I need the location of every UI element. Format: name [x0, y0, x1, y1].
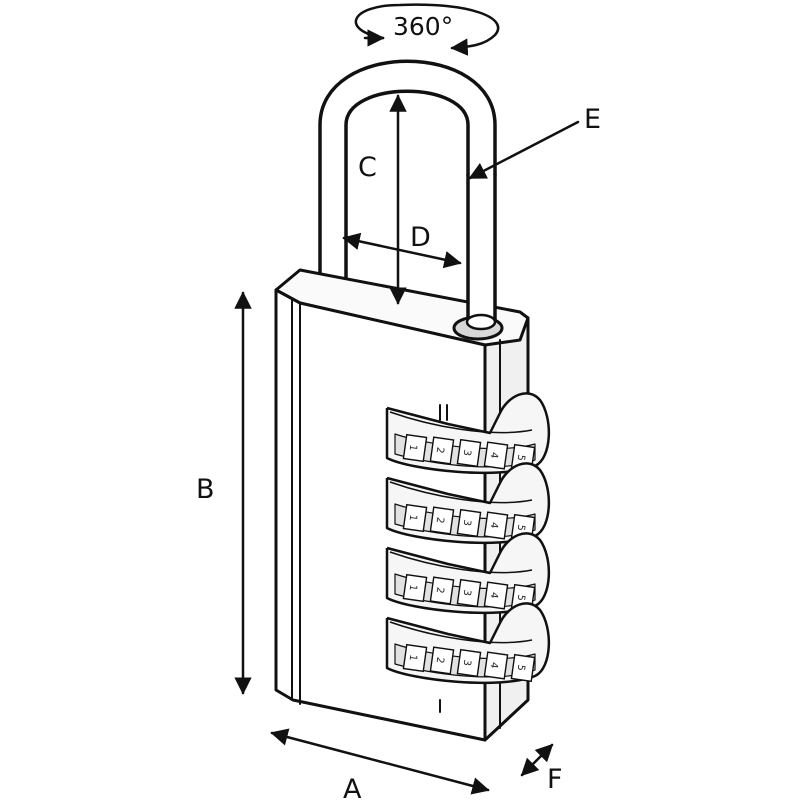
dimension-a-arrow — [270, 728, 490, 795]
dial-digit: 5 — [515, 454, 527, 462]
dial-digit: 1 — [407, 654, 419, 662]
shackle-entry — [452, 173, 504, 341]
dial-digit: 2 — [434, 516, 446, 524]
dimension-a-label: A — [343, 774, 362, 800]
dial-digit: 2 — [434, 446, 446, 454]
dial-4: 1 2 3 4 5 — [385, 602, 551, 685]
dimension-e-leader — [468, 120, 580, 180]
dial-digit: 2 — [434, 586, 446, 594]
dial-digit: 5 — [515, 524, 527, 532]
dial-3: 1 2 3 4 5 — [385, 532, 551, 615]
dial-digit: 4 — [488, 521, 500, 529]
dial-digit: 1 — [407, 584, 419, 592]
dial-digit: 3 — [461, 519, 473, 527]
dial-digit: 5 — [515, 664, 527, 672]
dimension-f-arrow — [520, 743, 554, 777]
dial-1: 1 2 3 4 5 — [385, 392, 551, 475]
dial-digit: 4 — [488, 661, 500, 669]
dial-digit: 4 — [488, 591, 500, 599]
dial-digit: 1 — [407, 514, 419, 522]
dial-digit: 3 — [461, 659, 473, 667]
dial-digit: 3 — [461, 449, 473, 457]
dimension-lines: C D E B A F — [196, 94, 601, 800]
dial-digit: 2 — [434, 656, 446, 664]
dial-digit: 4 — [488, 451, 500, 459]
dimension-b-label: B — [196, 474, 215, 505]
dial-digit: 5 — [515, 594, 527, 602]
dimension-d-label: D — [410, 222, 431, 253]
dimension-d-arrow — [342, 232, 462, 269]
dial-digit: 1 — [407, 444, 419, 452]
dimension-f-label: F — [547, 764, 563, 795]
rotation-indicator: 360° — [354, 3, 500, 56]
dial-2: 1 2 3 4 5 — [385, 462, 551, 545]
dial-digit: 3 — [461, 589, 473, 597]
dimension-e-label: E — [584, 104, 601, 135]
dimension-c-label: C — [358, 152, 377, 183]
rotation-label: 360° — [393, 12, 453, 41]
combination-dials: 1 2 3 4 5 1 2 3 4 5 1 2 3 4 5 1 2 3 4 5 — [385, 392, 551, 685]
